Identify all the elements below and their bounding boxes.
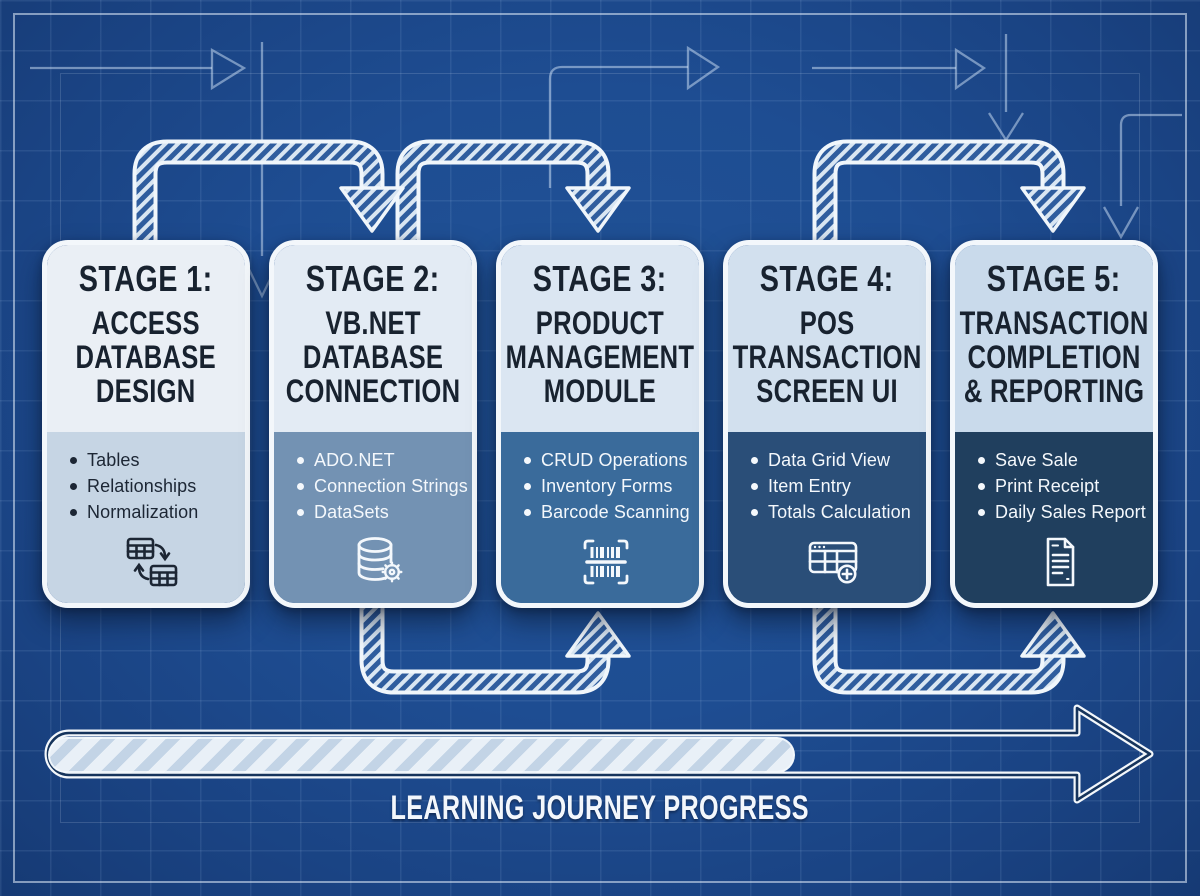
stage-5-label: STAGE 5: <box>987 258 1121 299</box>
stage-1-title: ACCESS DATABASE DESIGN <box>75 305 217 410</box>
stage-2-bullet-list: ADO.NET Connection Strings DataSets <box>295 447 468 525</box>
bullet-item: Tables <box>68 447 235 473</box>
stage-5-body: Save Sale Print Receipt Daily Sales Repo… <box>955 432 1153 603</box>
stage-4-title: POS TRANSACTION SCREEN UI <box>732 305 922 410</box>
stage-3-title: PRODUCT MANAGEMENT MODULE <box>505 305 695 410</box>
tables-sync-icon <box>68 534 235 595</box>
progress-label: LEARNING JOURNEY PROGRESS <box>390 789 810 827</box>
stage-3-label: STAGE 3: <box>533 258 667 299</box>
arrowhead-down-icon <box>1020 186 1086 233</box>
stage-4-header: STAGE 4: POS TRANSACTION SCREEN UI <box>728 245 926 432</box>
stage-4-bullet-list: Data Grid View Item Entry Totals Calcula… <box>749 447 916 525</box>
bullet-item: Inventory Forms <box>522 473 689 499</box>
report-document-icon <box>976 534 1143 595</box>
stage-5-header: STAGE 5: TRANSACTION COMPLETION & REPORT… <box>955 245 1153 432</box>
stage-3-bullet-list: CRUD Operations Inventory Forms Barcode … <box>522 447 690 525</box>
bullet-item: Connection Strings <box>295 473 468 499</box>
arrowhead-up-icon <box>1020 611 1086 658</box>
stage-1-label: STAGE 1: <box>79 258 213 299</box>
bullet-item: Save Sale <box>976 447 1143 473</box>
bullet-item: Relationships <box>68 473 235 499</box>
bullet-item: Barcode Scanning <box>522 499 690 525</box>
stage-5-title: TRANSACTION COMPLETION & REPORTING <box>959 305 1149 410</box>
barcode-scan-icon <box>522 534 689 595</box>
datagrid-plus-icon <box>749 534 916 595</box>
bullet-item: Normalization <box>68 499 235 525</box>
bullet-item: Totals Calculation <box>749 499 916 525</box>
stage-card-2: STAGE 2: VB.NET DATABASE CONNECTION ADO.… <box>269 240 477 608</box>
stage-cards-row: STAGE 1: ACCESS DATABASE DESIGN Tables R… <box>42 240 1158 608</box>
stage-2-header: STAGE 2: VB.NET DATABASE CONNECTION <box>274 245 472 432</box>
bullet-item: ADO.NET <box>295 447 462 473</box>
bullet-item: Print Receipt <box>976 473 1143 499</box>
stage-2-label: STAGE 2: <box>306 258 440 299</box>
bullet-item: Daily Sales Report <box>976 499 1146 525</box>
bullet-item: Data Grid View <box>749 447 916 473</box>
arrowhead-down-icon <box>565 186 631 233</box>
bullet-item: Item Entry <box>749 473 916 499</box>
stage-card-5: STAGE 5: TRANSACTION COMPLETION & REPORT… <box>950 240 1158 608</box>
stage-5-bullet-list: Save Sale Print Receipt Daily Sales Repo… <box>976 447 1146 525</box>
stage-4-label: STAGE 4: <box>760 258 894 299</box>
bullet-item: CRUD Operations <box>522 447 689 473</box>
stage-2-body: ADO.NET Connection Strings DataSets <box>274 432 472 603</box>
stage-4-body: Data Grid View Item Entry Totals Calcula… <box>728 432 926 603</box>
stage-3-body: CRUD Operations Inventory Forms Barcode … <box>501 432 699 603</box>
progress-fill <box>48 737 795 773</box>
stage-card-3: STAGE 3: PRODUCT MANAGEMENT MODULE CRUD … <box>496 240 704 608</box>
top-connector-tubes <box>132 139 1086 246</box>
stage-card-1: STAGE 1: ACCESS DATABASE DESIGN Tables R… <box>42 240 250 608</box>
stage-card-4: STAGE 4: POS TRANSACTION SCREEN UI Data … <box>723 240 931 608</box>
stage-2-title: VB.NET DATABASE CONNECTION <box>285 305 461 410</box>
bullet-item: DataSets <box>295 499 462 525</box>
stage-1-bullet-list: Tables Relationships Normalization <box>68 447 235 525</box>
arrowhead-down-icon <box>339 186 405 233</box>
arrowhead-up-icon <box>565 611 631 658</box>
stage-3-header: STAGE 3: PRODUCT MANAGEMENT MODULE <box>501 245 699 432</box>
progress-track <box>48 737 1085 773</box>
stage-1-body: Tables Relationships Normalization <box>47 432 245 603</box>
bottom-connector-tubes <box>359 602 1086 695</box>
database-gear-icon <box>295 534 462 595</box>
stage-1-header: STAGE 1: ACCESS DATABASE DESIGN <box>47 245 245 432</box>
